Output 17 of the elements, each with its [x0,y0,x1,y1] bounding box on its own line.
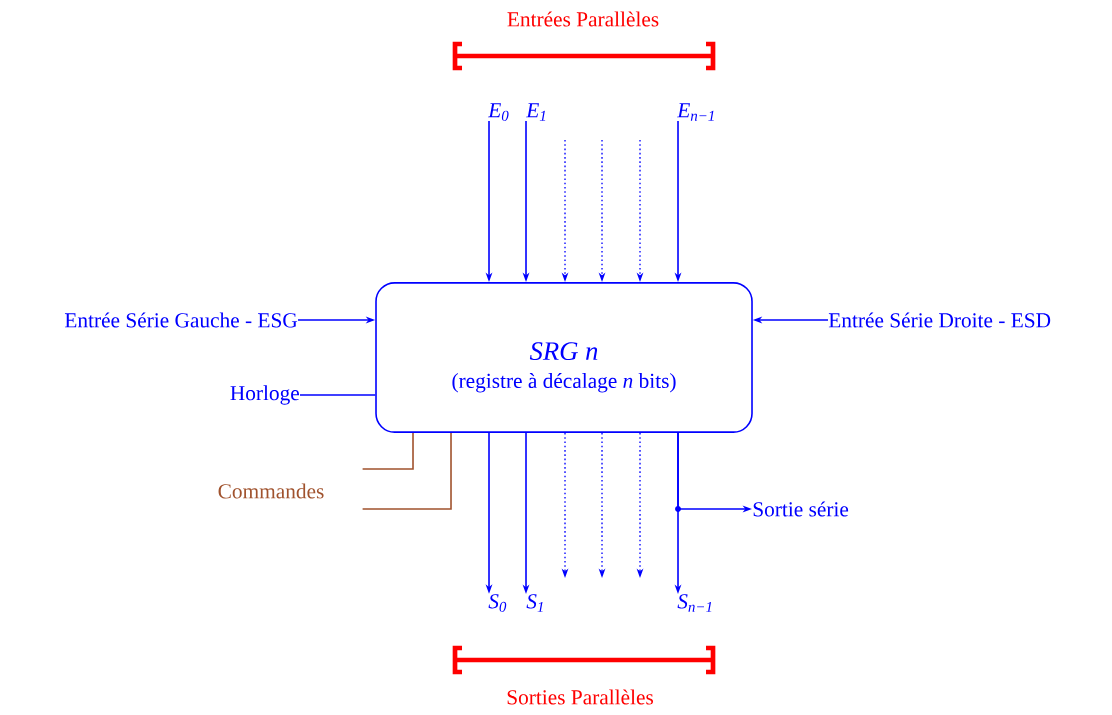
input-label: E$_{n−1}$ [677,103,714,121]
control-label: Commandes [218,483,324,499]
connector-line [361,432,414,470]
connector-line [299,394,376,396]
input-label: Horloge [230,385,299,405]
input-label: Entrée Série Droite - ESD [828,312,1051,328]
input-label: E$_{0}$ [488,103,509,121]
output-label: S$_{n−1}$ [677,594,712,612]
output-label: S$_{1}$ [526,594,543,612]
group-label: Entrées Parallèles [507,11,659,27]
output-label: Sortie série [753,501,849,517]
register-box: SRG n (registre à décalage n bits) [375,282,753,433]
input-label: E$_{1}$ [526,103,546,121]
output-label: S$_{0}$ [488,594,507,612]
connector-line [361,432,452,510]
input-label: Entrée Série Gauche - ESG [64,312,298,328]
group-label: Sorties Parallèles [507,689,653,705]
